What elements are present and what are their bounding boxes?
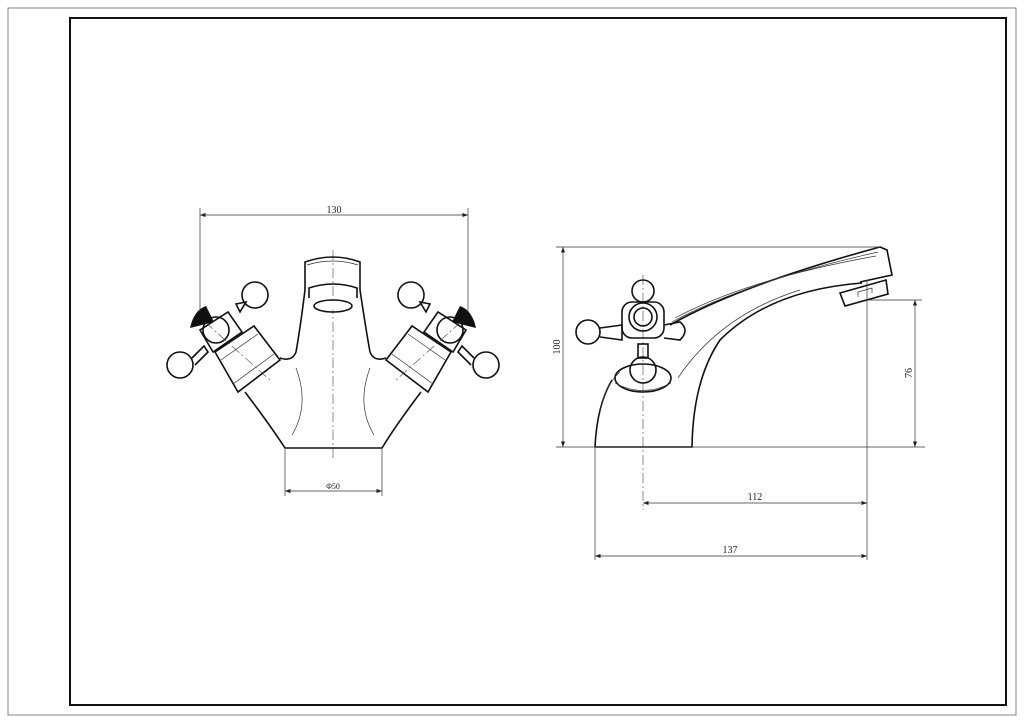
dimension-diameter-50: Φ50 [326,482,340,491]
side-handle [575,279,686,393]
dimension-76: 76 [904,368,915,378]
side-view: 100 76 112 137 [552,246,925,560]
outer-border [7,7,1017,716]
dimension-112: 112 [748,492,763,503]
front-view: 130 Φ50 [166,205,500,496]
dimension-137: 137 [723,545,738,556]
right-handle [384,281,500,394]
drawing-frame [69,17,1007,706]
dimension-130: 130 [327,205,342,216]
left-handle [166,281,282,394]
dimension-100: 100 [552,340,563,355]
